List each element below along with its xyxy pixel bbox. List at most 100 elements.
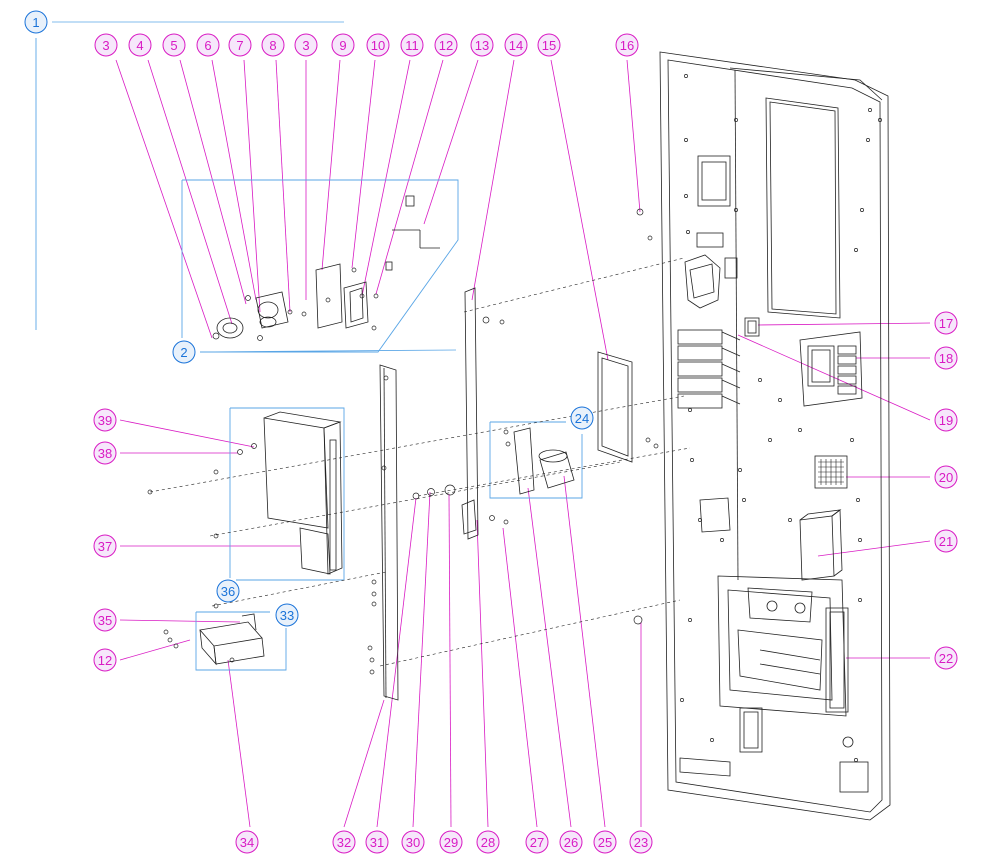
callout-c8: 8 (261, 33, 285, 57)
panel-screw (684, 138, 688, 142)
panel-screw (868, 108, 872, 112)
leader-c12b (119, 639, 191, 661)
panel-screw (850, 438, 854, 442)
callout-circle (934, 311, 958, 335)
callout-c22: 22 (934, 646, 958, 670)
screw (647, 235, 653, 241)
callout-circle (400, 33, 424, 57)
callout-circle (934, 346, 958, 370)
callout-circle (525, 830, 549, 854)
panel-screw (858, 538, 862, 542)
assembly-33-outline (195, 611, 287, 671)
callout-circle (470, 33, 494, 57)
panel-screw (680, 698, 684, 702)
panel-screw (854, 248, 858, 252)
callout-c13: 13 (470, 33, 494, 57)
screw (301, 311, 307, 317)
callout-circle (228, 33, 252, 57)
leader-c13 (423, 59, 479, 225)
screw (503, 519, 509, 525)
tray-assembly (199, 613, 265, 666)
panel-screw (688, 618, 692, 622)
callout-c2: 2 (172, 340, 196, 364)
leader-c11 (361, 59, 411, 297)
callout-c6: 6 (196, 33, 220, 57)
callout-circle (934, 529, 958, 553)
leader-c9 (321, 59, 341, 271)
callout-circle (439, 830, 463, 854)
callout-circle (24, 10, 48, 34)
callout-circle (331, 33, 355, 57)
screw (371, 601, 377, 607)
callout-circle (570, 406, 594, 430)
callout-circle (434, 33, 458, 57)
callout-circle (559, 830, 583, 854)
callout-c1: 1 (24, 10, 48, 34)
assembly-2-outline (182, 179, 459, 353)
screw (369, 669, 375, 675)
leader-c15 (550, 59, 609, 361)
screw (237, 449, 243, 455)
panel-screw (758, 378, 762, 382)
callout-number: 7 (236, 38, 243, 53)
callout-number: 21 (939, 534, 953, 549)
callout-c18: 18 (934, 346, 958, 370)
callout-circle (401, 830, 425, 854)
callout-circle (366, 33, 390, 57)
screw (633, 615, 643, 625)
callout-number: 2 (180, 345, 187, 360)
callout-number: 12 (439, 38, 453, 53)
screw (163, 629, 169, 635)
callout-circle (261, 33, 285, 57)
callout-number: 36 (221, 584, 235, 599)
panel-screw (742, 498, 746, 502)
callout-number: 18 (939, 351, 953, 366)
leader-c8 (275, 59, 291, 313)
hinge-strip (379, 364, 399, 701)
callout-c14: 14 (504, 33, 528, 57)
panel-screw (854, 758, 858, 762)
leader-c25 (563, 475, 606, 828)
lock-bar (461, 287, 479, 540)
leader-c39 (119, 419, 255, 448)
callout-circle (275, 603, 299, 627)
panel-screw (778, 398, 782, 402)
screw (371, 579, 377, 585)
callout-number: 19 (939, 413, 953, 428)
screw (213, 603, 219, 609)
screw (645, 437, 651, 443)
callout-number: 39 (98, 413, 112, 428)
screw (351, 267, 357, 273)
panel-screw (798, 428, 802, 432)
callout-number: 38 (98, 446, 112, 461)
callout-c12b: 12 (93, 648, 117, 672)
callout-circle (162, 33, 186, 57)
callout-c34: 34 (235, 830, 259, 854)
panel-screw (698, 518, 702, 522)
callout-circle (93, 408, 117, 432)
callout-number: 17 (939, 316, 953, 331)
callout-number: 33 (280, 608, 294, 623)
leader-c21 (817, 540, 931, 557)
panel-screw (684, 194, 688, 198)
assembly-36-outline (230, 407, 345, 581)
callout-circle (476, 830, 500, 854)
leader-c4 (147, 59, 233, 325)
leader-c17 (757, 322, 931, 326)
panel-screw (878, 118, 882, 122)
callout-number: 27 (530, 835, 544, 850)
callout-number: 11 (405, 38, 419, 53)
panel-screw (860, 208, 864, 212)
leader-c26 (527, 487, 572, 828)
callout-number: 15 (542, 38, 556, 53)
screw (245, 295, 251, 301)
callout-c11: 11 (400, 33, 424, 57)
callout-number: 34 (240, 835, 254, 850)
callout-number: 14 (509, 38, 523, 53)
callout-circle (934, 646, 958, 670)
screw (653, 443, 659, 449)
callout-c10: 10 (366, 33, 390, 57)
cover-plate (597, 351, 633, 463)
callout-circle (93, 648, 117, 672)
